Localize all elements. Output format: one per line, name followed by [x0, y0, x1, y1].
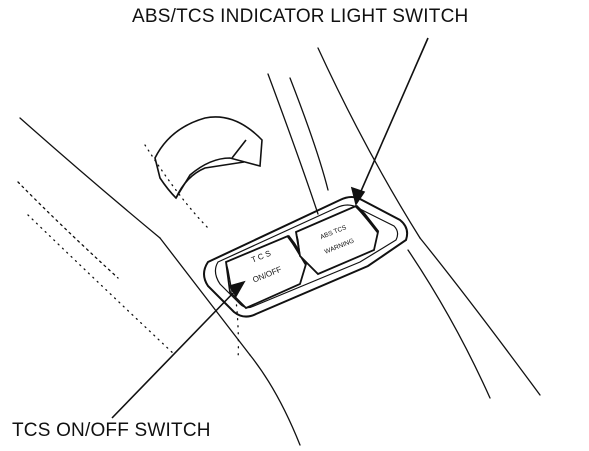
indicator-arrowhead: [350, 186, 366, 206]
onoff-arrowhead: [228, 280, 246, 298]
onoff-leader-line: [111, 287, 239, 419]
console-outline: [17, 47, 541, 446]
indicator-switch-label: ABS/TCS INDICATOR LIGHT SWITCH: [132, 6, 469, 27]
abs-tcs-warning-button[interactable]: ABS TCS WARNING: [294, 204, 380, 276]
vent-handle: [154, 116, 263, 200]
onoff-switch-label: TCS ON/OFF SWITCH: [12, 420, 211, 441]
indicator-leader-line: [357, 37, 429, 199]
tcs-onoff-button[interactable]: T C S ON/OFF: [225, 234, 308, 310]
leader-lines: [111, 37, 429, 419]
